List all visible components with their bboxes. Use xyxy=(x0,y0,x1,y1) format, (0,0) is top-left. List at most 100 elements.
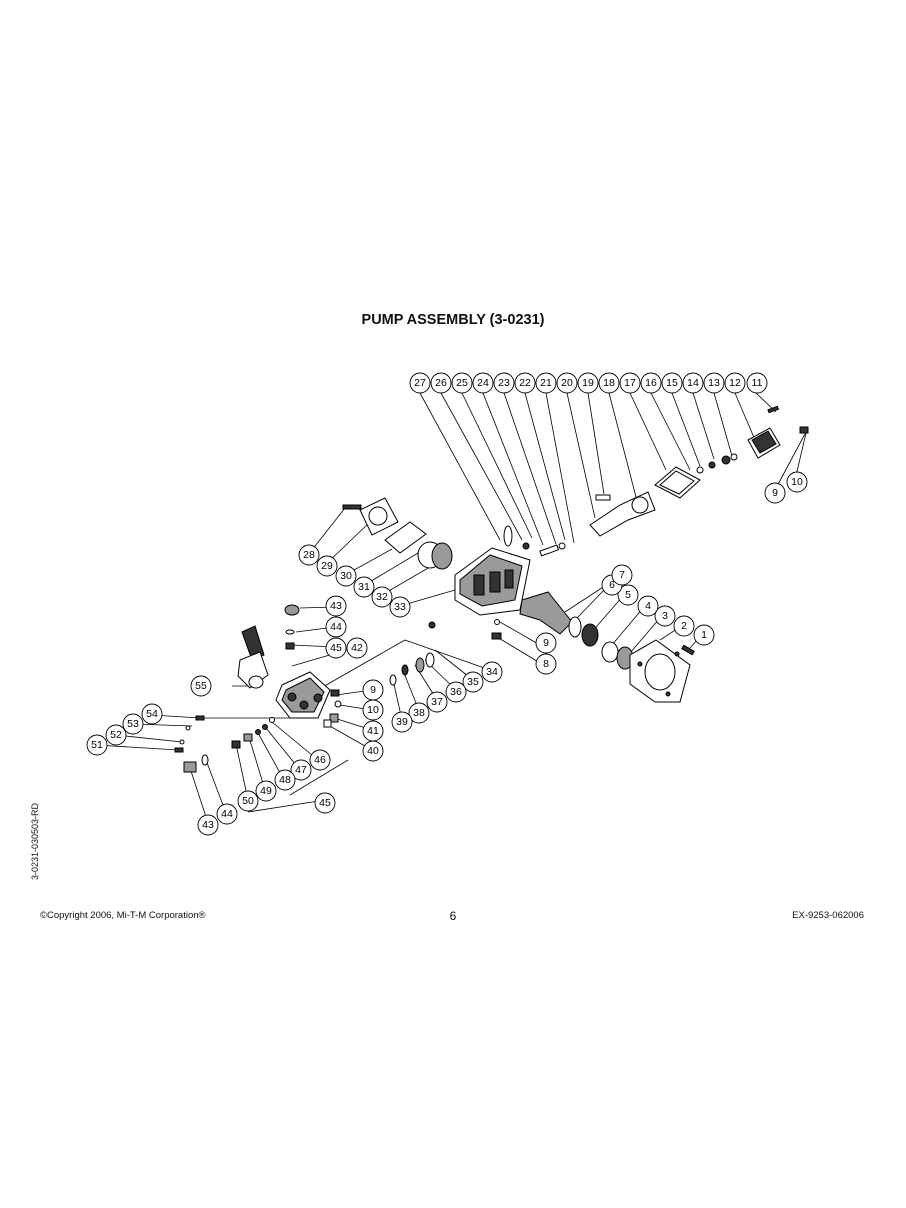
connecting-rod xyxy=(522,491,656,557)
callout-number: 55 xyxy=(195,680,207,692)
callout-circle xyxy=(141,703,163,725)
pump-parts xyxy=(174,405,809,773)
callout-number: 2 xyxy=(681,620,687,632)
callout-circle xyxy=(290,759,312,781)
callout-circle xyxy=(298,544,320,566)
callout-circle xyxy=(462,671,484,693)
callout-17: 17 xyxy=(619,372,641,394)
callout-33: 33 xyxy=(389,596,411,618)
callout-circle xyxy=(637,595,659,617)
callout-number: 43 xyxy=(330,600,342,612)
callout-40: 40 xyxy=(362,740,384,762)
callout-number: 13 xyxy=(708,377,720,389)
manifold-head xyxy=(275,671,331,719)
callout-number: 51 xyxy=(91,739,103,751)
callout-circle xyxy=(786,471,808,493)
callout-number: 10 xyxy=(791,476,803,488)
callout-number: 41 xyxy=(367,725,379,737)
callout-7: 7 xyxy=(611,564,633,586)
callout-51: 51 xyxy=(86,734,108,756)
callout-number: 9 xyxy=(543,637,549,649)
callout-circle xyxy=(105,724,127,746)
callout-43b: 43 xyxy=(197,814,219,836)
callout-circle xyxy=(389,596,411,618)
callout-number: 29 xyxy=(321,560,333,572)
callout-2: 2 xyxy=(673,615,695,637)
document-id: EX-9253-062006 xyxy=(792,910,864,921)
callout-number: 34 xyxy=(486,666,498,678)
callout-34: 34 xyxy=(481,661,503,683)
callout-number: 11 xyxy=(752,377,763,389)
callout-31: 31 xyxy=(353,576,375,598)
callout-number: 8 xyxy=(543,658,549,670)
inlet-fittings xyxy=(284,604,342,728)
callout-number: 37 xyxy=(431,696,443,708)
drain-o-ring xyxy=(494,619,500,625)
seal-kit xyxy=(389,621,436,686)
callout-number: 24 xyxy=(477,377,489,389)
drain-plug xyxy=(491,632,502,640)
callout-number: 45 xyxy=(319,797,331,809)
callout-number: 17 xyxy=(624,377,636,389)
callout-15: 15 xyxy=(661,372,683,394)
callout-circle xyxy=(353,576,375,598)
callout-47: 47 xyxy=(290,759,312,781)
crankshaft xyxy=(519,591,634,670)
crankcase-housing xyxy=(454,525,531,616)
callout-49: 49 xyxy=(255,780,277,802)
callout-circle xyxy=(391,711,413,733)
callout-number: 26 xyxy=(435,377,447,389)
callout-circle xyxy=(682,372,704,394)
callout-number: 14 xyxy=(687,377,699,389)
callout-circle xyxy=(693,624,715,646)
callout-number: 25 xyxy=(456,377,468,389)
callout-number: 7 xyxy=(619,569,625,581)
callout-circle xyxy=(255,780,277,802)
copyright-notice: ©Copyright 2006, Mi-T-M Corporation® xyxy=(40,910,206,921)
callout-number: 19 xyxy=(582,377,594,389)
callout-32: 32 xyxy=(371,586,393,608)
callout-27: 27 xyxy=(409,372,431,394)
callout-circle xyxy=(122,713,144,735)
callout-number: 10 xyxy=(367,704,379,716)
callout-circle xyxy=(445,681,467,703)
callout-36: 36 xyxy=(445,681,467,703)
callout-number: 12 xyxy=(729,377,741,389)
callout-circle xyxy=(371,586,393,608)
callout-circle xyxy=(703,372,725,394)
callout-37: 37 xyxy=(426,691,448,713)
callout-number: 33 xyxy=(394,601,406,613)
callout-45a: 45 xyxy=(325,637,347,659)
callout-circle xyxy=(654,605,676,627)
callout-circle xyxy=(493,372,515,394)
callout-circle xyxy=(535,653,557,675)
callout-number: 22 xyxy=(519,377,531,389)
callout-circle xyxy=(325,637,347,659)
callout-26: 26 xyxy=(430,372,452,394)
callout-number: 49 xyxy=(260,785,272,797)
callout-number: 36 xyxy=(450,686,462,698)
callout-number: 5 xyxy=(625,589,631,601)
callout-number: 35 xyxy=(467,676,479,688)
callout-circle xyxy=(481,661,503,683)
callout-circle xyxy=(535,632,557,654)
callout-circle xyxy=(274,769,296,791)
callout-10a: 10 xyxy=(786,471,808,493)
callout-number: 54 xyxy=(146,708,158,720)
callout-41: 41 xyxy=(362,720,384,742)
callout-circle xyxy=(617,584,639,606)
sight-plate xyxy=(747,405,809,459)
callout-number: 46 xyxy=(314,754,326,766)
callout-25: 25 xyxy=(451,372,473,394)
callout-20: 20 xyxy=(556,372,578,394)
callout-circle xyxy=(335,565,357,587)
callout-number: 43 xyxy=(202,819,214,831)
callout-circle xyxy=(556,372,578,394)
callout-circle xyxy=(237,790,259,812)
callout-number: 44 xyxy=(221,808,233,820)
callout-48: 48 xyxy=(274,769,296,791)
callout-46: 46 xyxy=(309,749,331,771)
callout-circle xyxy=(346,637,368,659)
callout-circle xyxy=(197,814,219,836)
